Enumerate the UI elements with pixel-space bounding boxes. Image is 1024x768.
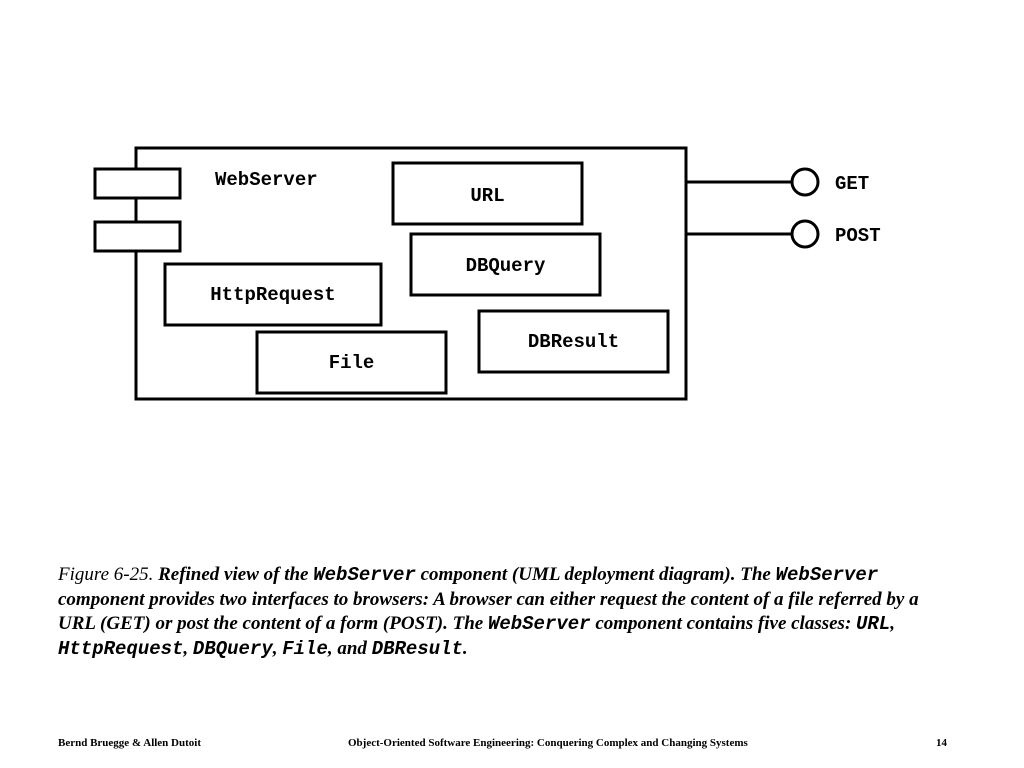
- interface-get-lollipop: [790, 167, 820, 197]
- interface-post-label: POST: [835, 225, 881, 247]
- caption-code-term: WebServer: [775, 564, 879, 586]
- class-httprequest-label: HttpRequest: [210, 284, 335, 306]
- class-dbresult-box: [477, 309, 670, 374]
- class-dbresult-label: DBResult: [528, 331, 619, 353]
- class-dbquery-box: [409, 232, 602, 297]
- class-httprequest-box: [163, 262, 383, 327]
- caption-code-term: WebServer: [487, 613, 591, 635]
- class-file-box: [255, 330, 448, 395]
- caption-code-term: WebServer: [313, 564, 416, 586]
- figure-caption: Figure 6-25. Refined view of the WebServ…: [58, 563, 958, 661]
- caption-text-segment: component (UML deployment diagram). The: [415, 564, 776, 585]
- caption-text-segment: ,: [890, 613, 895, 634]
- caption-text-segment: Refined view of the: [158, 564, 314, 585]
- caption-code-term: HttpRequest: [58, 637, 184, 660]
- caption-text-segment: component provides two interfaces to bro…: [58, 588, 919, 635]
- class-url-label: URL: [470, 185, 504, 207]
- caption-code-term: DBQuery: [192, 637, 273, 660]
- caption-code-term: DBResult: [371, 637, 463, 660]
- caption-code-term: URL: [856, 613, 891, 635]
- footer-page-number: 14: [936, 737, 947, 749]
- caption-text: Refined view of the WebServer component …: [58, 564, 919, 660]
- class-file-label: File: [329, 352, 375, 374]
- interface-get-label: GET: [835, 173, 869, 195]
- figure-number: Figure 6-25.: [58, 564, 154, 585]
- interface-post-lollipop: [790, 219, 820, 249]
- class-dbquery-label: DBQuery: [466, 255, 546, 277]
- component-name-label: WebServer: [215, 169, 318, 191]
- caption-text-segment: component contains five classes:: [590, 613, 857, 634]
- footer-authors: Bernd Bruegge & Allen Dutoit: [58, 737, 201, 749]
- footer-book-title: Object-Oriented Software Engineering: Co…: [348, 737, 748, 749]
- class-url-box: [391, 161, 584, 226]
- caption-text-segment: , and: [327, 637, 372, 659]
- caption-text-segment: ,: [183, 637, 193, 659]
- caption-code-term: File: [282, 637, 328, 660]
- component-tab-lower: [93, 220, 182, 253]
- caption-text-segment: ,: [272, 637, 283, 659]
- component-tab-upper: [93, 167, 182, 200]
- caption-text-segment: .: [462, 637, 468, 659]
